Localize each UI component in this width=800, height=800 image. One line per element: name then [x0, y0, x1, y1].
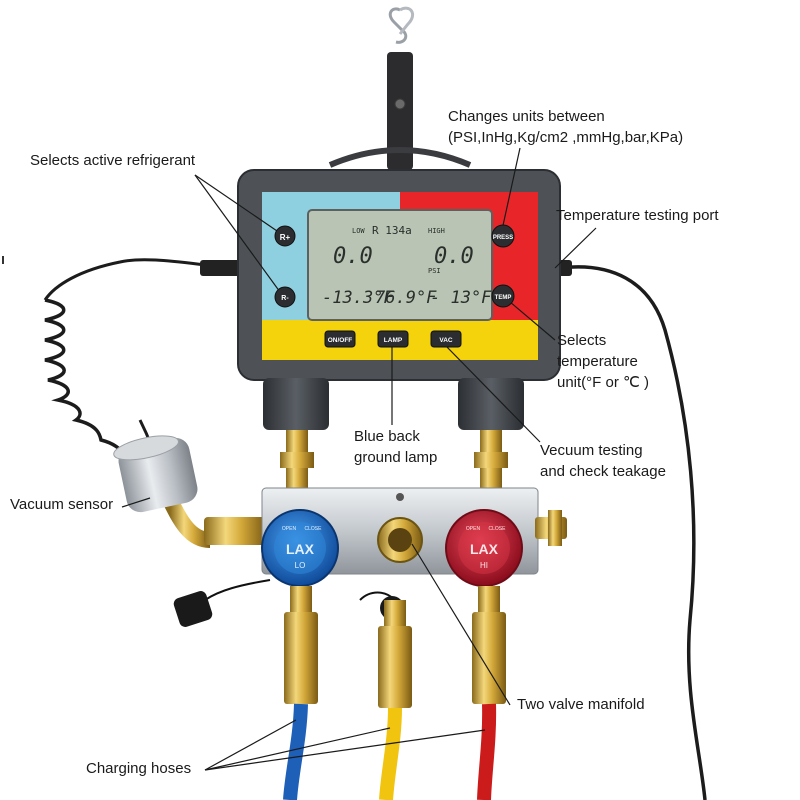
vacuum-test-line1: Vecuum testing [540, 442, 643, 459]
press-units-line1: Changes units between [448, 108, 605, 125]
charging-hoses [283, 703, 497, 800]
temp-port-callout: Temperature testing port [556, 207, 719, 224]
high-valve-label: HI [480, 561, 488, 570]
lcd-screen [307, 209, 493, 321]
press-button[interactable]: PRESS [491, 224, 515, 248]
vacuum-sensor-callout: Vacuum sensor [10, 496, 114, 513]
hanging-strap [328, 6, 472, 170]
vac-button[interactable]: VAC [430, 330, 462, 348]
low-valve-label: LO [295, 561, 306, 570]
low-valve-markings: OPEN CLOSE LAX LO [282, 526, 322, 570]
lcd-refrigerant: R 134a [372, 224, 412, 237]
high-valve-close: CLOSE [489, 526, 507, 532]
lcd-high-temp: - 13°F [430, 288, 492, 308]
blue-hose [283, 703, 308, 800]
high-valve-open: OPEN [466, 526, 481, 532]
upper-couplers [280, 430, 508, 492]
lcd-low-pressure: 0.0 [333, 244, 373, 269]
leader-lines [121, 147, 597, 771]
red-hose [477, 703, 497, 800]
lcd-mid-temp: 76.9°F [375, 288, 437, 308]
high-side-pillar [458, 378, 524, 430]
refrigerant-callout: Selects active refrigerant [30, 152, 196, 169]
lcd-psi-unit: PSI [428, 267, 441, 275]
low-valve-brand: LAX [286, 541, 315, 557]
vac-label: VAC [439, 337, 453, 344]
temperature-cable [559, 265, 707, 800]
r-plus-label: R+ [280, 233, 291, 242]
blue-lamp-callout: Blue back ground lamp [354, 426, 437, 468]
temp-button[interactable]: TEMP [491, 284, 515, 308]
yellow-hose [379, 707, 402, 800]
lamp-button[interactable]: LAMP [377, 330, 409, 348]
edge-mark [2, 256, 4, 264]
press-units-line2: (PSI,InHg,Kg/cm2 ,mmHg,bar,KPa) [448, 129, 684, 146]
charging-hoses-callout: Charging hoses [86, 760, 192, 777]
low-side-valve[interactable] [261, 509, 339, 587]
low-valve-close: CLOSE [305, 526, 323, 532]
lcd-readouts: LOW R 134a HIGH 0.0 0.0 PSI -13.3°F 76.9… [322, 224, 492, 308]
temp-label: TEMP [495, 295, 512, 301]
digital-gauge [237, 169, 561, 381]
lcd-low-label: LOW [352, 227, 365, 235]
vacuum-sensor [113, 435, 266, 548]
selects-temp-callout: Selects temperature unit(°F or ℃ ) [557, 330, 649, 393]
lcd-high-pressure: 0.0 [434, 244, 474, 269]
lower-fittings [284, 586, 506, 708]
selects-temp-line2: temperature [557, 353, 638, 370]
high-valve-markings: OPEN CLOSE LAX HI [466, 526, 506, 570]
r-plus-button[interactable]: R+ [274, 225, 296, 247]
low-valve-open: OPEN [282, 526, 297, 532]
lcd-low-temp: -13.3°F [322, 288, 394, 308]
vacuum-test-line2: and check teakage [540, 463, 666, 480]
press-units-callout: Changes units between (PSI,InHg,Kg/cm2 ,… [448, 106, 683, 148]
on-off-button[interactable]: ON/OFF [324, 330, 356, 348]
selects-temp-line1: Selects [557, 332, 607, 349]
blue-lamp-line1: Blue back [354, 428, 420, 445]
blue-lamp-line2: ground lamp [354, 449, 438, 466]
high-valve-brand: LAX [470, 541, 499, 557]
vacuum-test-callout: Vecuum testing and check teakage [540, 440, 666, 482]
r-minus-button[interactable]: R- [274, 286, 296, 308]
on-off-label: ON/OFF [328, 337, 353, 344]
lcd-high-label: HIGH [428, 227, 445, 235]
r-minus-label: R- [281, 295, 289, 302]
two-valve-callout: Two valve manifold [517, 696, 645, 713]
low-side-pillar [263, 378, 329, 430]
selects-temp-line3: unit(°F or ℃ ) [557, 374, 650, 391]
press-label: PRESS [493, 235, 513, 241]
lamp-label: LAMP [384, 337, 403, 344]
